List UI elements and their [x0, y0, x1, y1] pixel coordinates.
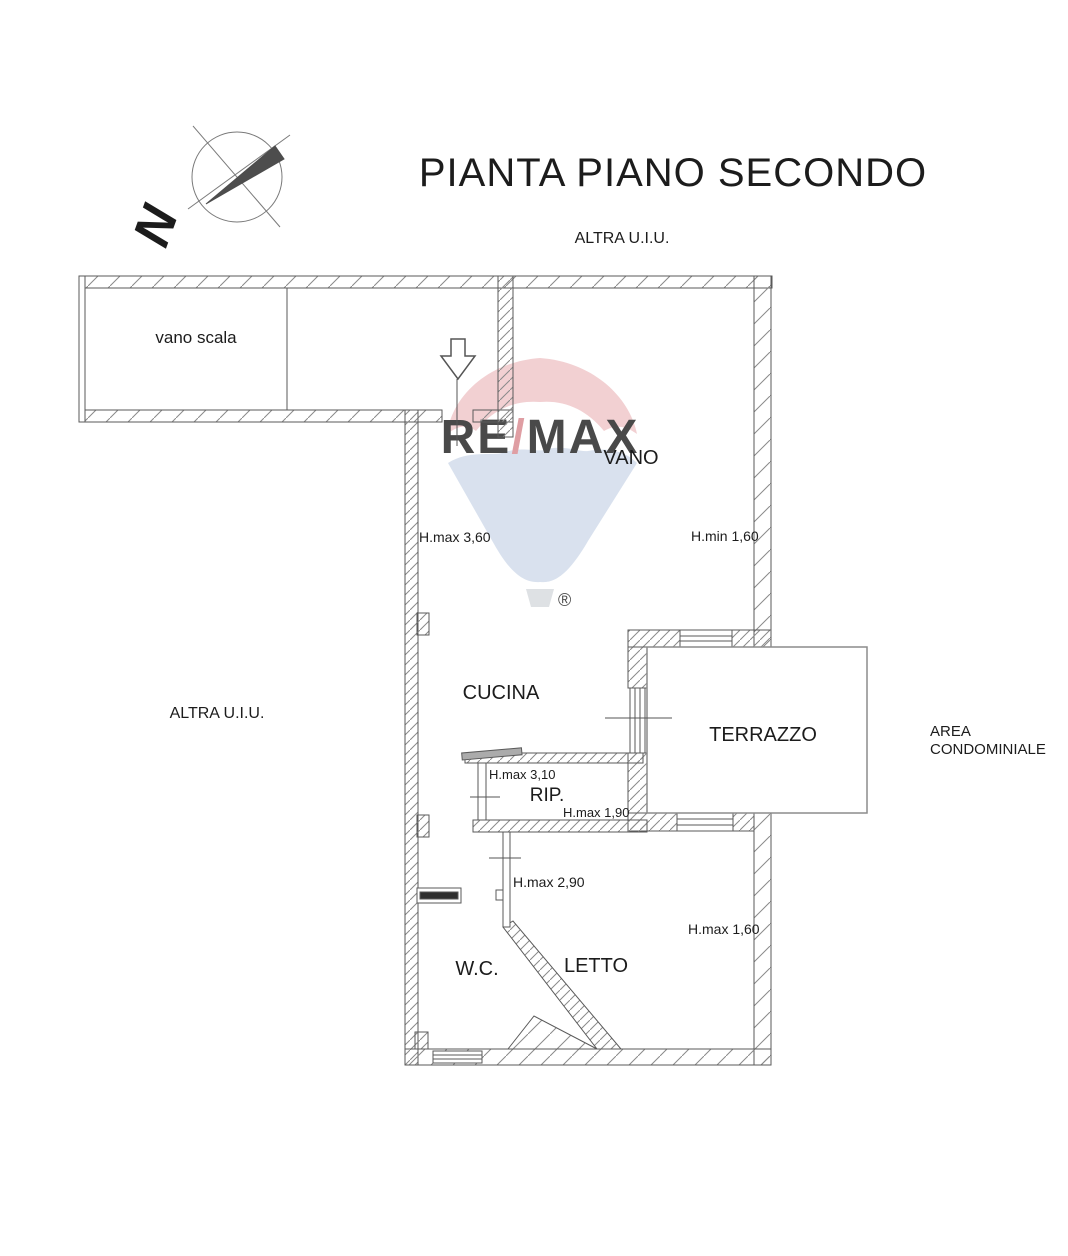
height-labels: H.max 3,60 H.min 1,60 H.max 3,10 H.max 1… — [419, 528, 760, 937]
wc-fixture — [416, 887, 462, 904]
compass-circle-icon — [191, 131, 283, 223]
wall-terrace-left-upper — [627, 646, 648, 689]
window-vano — [679, 629, 733, 648]
room-label-rip: RIP. — [530, 785, 565, 806]
room-labels: vano scala VANO CUCINA RIP. TERRAZZO W.C… — [155, 328, 817, 980]
north-letter: N — [122, 197, 190, 253]
svg-text:CONDOMINIALE: CONDOMINIALE — [930, 741, 1046, 758]
walls — [78, 275, 773, 1066]
wall-main-top — [512, 275, 773, 289]
height-rip-bottom: H.max 1,90 — [563, 805, 629, 820]
door-jamb-wc — [495, 889, 504, 901]
window-letto — [676, 812, 734, 832]
remax-watermark: RE/MAX ® — [441, 358, 637, 610]
room-label-wc: W.C. — [455, 958, 498, 980]
window-wc — [432, 1050, 483, 1064]
room-label-cucina: CUCINA — [463, 682, 540, 704]
room-label-terrazzo: TERRAZZO — [709, 724, 817, 746]
wall-stairwell-right — [497, 275, 514, 438]
room-label-letto: LETTO — [564, 955, 628, 977]
wall-diagonal-foot — [506, 1015, 598, 1050]
pillar — [416, 612, 430, 636]
wall-rip-bottom — [472, 819, 648, 833]
room-label-vano-scala: vano scala — [155, 328, 237, 347]
room-label-vano: VANO — [603, 447, 658, 469]
dimension-ticks — [456, 379, 672, 859]
registered-mark: ® — [558, 590, 571, 610]
wall-left-main — [404, 409, 419, 1066]
height-letto: H.max 1,60 — [688, 921, 760, 937]
height-vano-left: H.max 3,60 — [419, 529, 491, 545]
balloon-basket-icon — [526, 589, 554, 607]
height-wc: H.max 2,90 — [513, 874, 585, 890]
wall-wc-divider — [502, 831, 511, 928]
height-vano-right: H.min 1,60 — [691, 528, 759, 544]
balloon-fan-icon — [448, 447, 637, 583]
height-rip-top: H.max 3,10 — [489, 767, 555, 782]
openings — [416, 629, 734, 1064]
compass-needle-icon — [205, 145, 285, 205]
pillar — [416, 814, 430, 838]
area-condominiale-label: AREA CONDOMINIALE — [930, 723, 1046, 758]
altra-uiu-top-label: ALTRA U.I.U. — [575, 230, 670, 247]
wall-wing-bottom-left — [78, 409, 443, 423]
wall-right-lower — [753, 812, 772, 1066]
stairs-down-arrow-icon — [439, 338, 477, 381]
door-rip — [461, 747, 523, 761]
terrazzo-area — [646, 646, 868, 814]
balloon-top-icon — [447, 358, 637, 434]
door-terrace — [629, 687, 646, 754]
svg-text:AREA: AREA — [930, 723, 971, 740]
wall-rip-left — [477, 762, 487, 821]
wall-right-upper — [753, 275, 772, 648]
pillar — [414, 1031, 429, 1050]
compass — [187, 125, 291, 228]
wall-wing-top — [78, 275, 514, 289]
wall-diagonal — [502, 920, 623, 1050]
wall-wing-left — [78, 275, 86, 423]
page-title: PIANTA PIANO SECONDO — [419, 151, 927, 195]
altra-uiu-left-label: ALTRA U.I.U. — [170, 705, 265, 722]
